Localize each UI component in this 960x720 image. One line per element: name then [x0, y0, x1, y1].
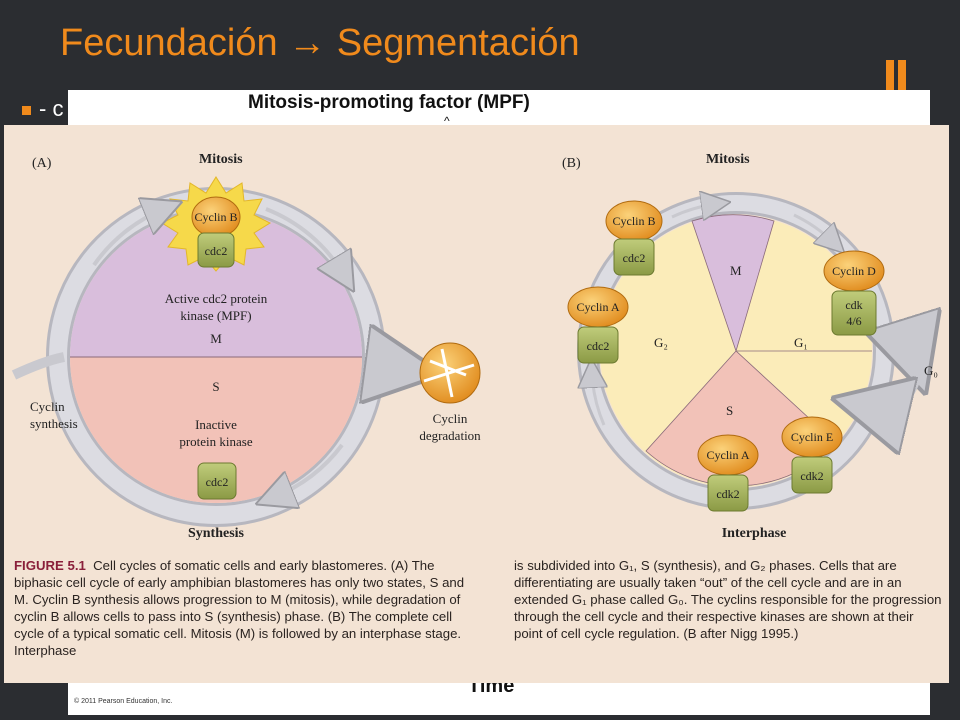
panel-b-cdk46-2: 4/6 — [846, 314, 861, 328]
panel-b-cyclin-a-bottom: Cyclin A — [706, 448, 749, 462]
bullet-square-icon — [22, 105, 31, 115]
panel-b-cdc2-a: cdc2 — [587, 339, 610, 353]
copyright-text: © 2011 Pearson Education, Inc. — [74, 698, 173, 705]
title-part-1: Fecundación — [60, 22, 278, 64]
panel-a-degradation-2: degradation — [419, 428, 481, 443]
panel-b-mitosis: Mitosis — [706, 152, 750, 167]
panel-a-cdc2-bottom: cdc2 — [206, 475, 229, 489]
panel-a-cdc2-top: cdc2 — [205, 244, 228, 258]
panel-a-letter: (A) — [32, 156, 52, 171]
bullet-text: - c — [39, 96, 64, 121]
panel-b-letter: (B) — [562, 156, 581, 171]
panel-a-degradation-1: Cyclin — [433, 411, 468, 426]
panel-b-cdc2-b-icon — [613, 238, 655, 276]
panel-b-arrow-top — [671, 204, 716, 217]
panel-a-cyclin-synth-1: Cyclin — [30, 399, 65, 414]
panel-a-m-half — [70, 211, 362, 357]
panel-a-cyclin-b: Cyclin B — [194, 210, 237, 224]
panel-b-g2: G₂ — [654, 335, 668, 350]
panel-b-cyclin-d: Cyclin D — [832, 264, 876, 278]
panel-b-m: M — [730, 263, 742, 278]
cyclin-synthesis-arrow — [11, 352, 66, 380]
cdc2-top-icon — [197, 232, 235, 268]
panel-b-cdc2-b: cdc2 — [623, 251, 646, 265]
panel-b-cdc2-a-icon — [577, 326, 619, 364]
panel-a-inactive-1: Inactive — [195, 417, 237, 432]
panel-b-g1: G₁ — [794, 335, 808, 350]
panel-a-cyclin-synth-2: synthesis — [30, 416, 78, 431]
panel-a-m-label: M — [210, 331, 222, 346]
panel-b-cyclin-a-left: Cyclin A — [576, 300, 619, 314]
panel-title: Mitosis-promoting factor (MPF) — [248, 92, 530, 113]
panel-b-cdk2-a: cdk2 — [716, 487, 739, 501]
panel-b-s: S — [726, 403, 733, 418]
degradation-arrow — [374, 365, 404, 369]
panel-a-active-2: kinase (MPF) — [180, 308, 251, 323]
panel-b-arrow-top-right — [793, 213, 834, 243]
panel-b-cdk2-a-icon — [707, 474, 749, 512]
panel-b-interphase: Interphase — [722, 526, 787, 541]
bullet-item: - c — [22, 96, 63, 122]
textbook-figure: (A) Mitosis Active cdc2 protein kinase (… — [4, 125, 949, 683]
caption-left-text: Cell cycles of somatic cells and early b… — [14, 558, 465, 658]
cdc2-bottom-icon — [197, 462, 237, 500]
panel-a-s-label: S — [212, 379, 219, 394]
title-arrow-icon: → — [277, 22, 337, 64]
slide-title: Fecundación → Segmentación — [60, 22, 580, 65]
panel-a-arrow-top-right — [265, 207, 344, 275]
panel-a-synthesis: Synthesis — [188, 526, 245, 541]
panel-b-cdk46-1: cdk — [845, 298, 862, 312]
panel-b-arrow-left — [592, 373, 604, 426]
panel-b-cdk2-e-icon — [791, 456, 833, 494]
figure-number: FIGURE 5.1 — [14, 558, 86, 573]
panel-a-mitosis: Mitosis — [199, 152, 243, 167]
caret-mark: ^ — [444, 114, 450, 128]
panel-a-arrow-bottom-right — [274, 443, 344, 497]
title-part-2: Segmentación — [336, 22, 580, 64]
g0-return-arrow — [870, 381, 920, 409]
caption-left: FIGURE 5.1 Cell cycles of somatic cells … — [14, 557, 474, 659]
panel-a-arrow-top-left — [92, 209, 164, 267]
caption-right: is subdivided into G₁, S (synthesis), an… — [514, 558, 942, 641]
g0-exit-arrow — [876, 333, 914, 357]
cell-cycle-diagram: (A) Mitosis Active cdc2 protein kinase (… — [11, 152, 949, 541]
panel-a-inactive-2: protein kinase — [179, 434, 253, 449]
degraded-cracks — [423, 348, 475, 398]
panel-b-m-wedge — [691, 214, 775, 353]
panel-b-cyclin-e: Cyclin E — [791, 430, 833, 444]
panel-a-active-1: Active cdc2 protein — [165, 291, 268, 306]
panel-b-cdk46-icon — [831, 290, 877, 336]
panel-b-cdk2-e: cdk2 — [800, 469, 823, 483]
panel-a-s-half — [70, 357, 362, 503]
panel-b-cyclin-b: Cyclin B — [612, 214, 655, 228]
panel-b-g0: G₀ — [924, 363, 938, 378]
